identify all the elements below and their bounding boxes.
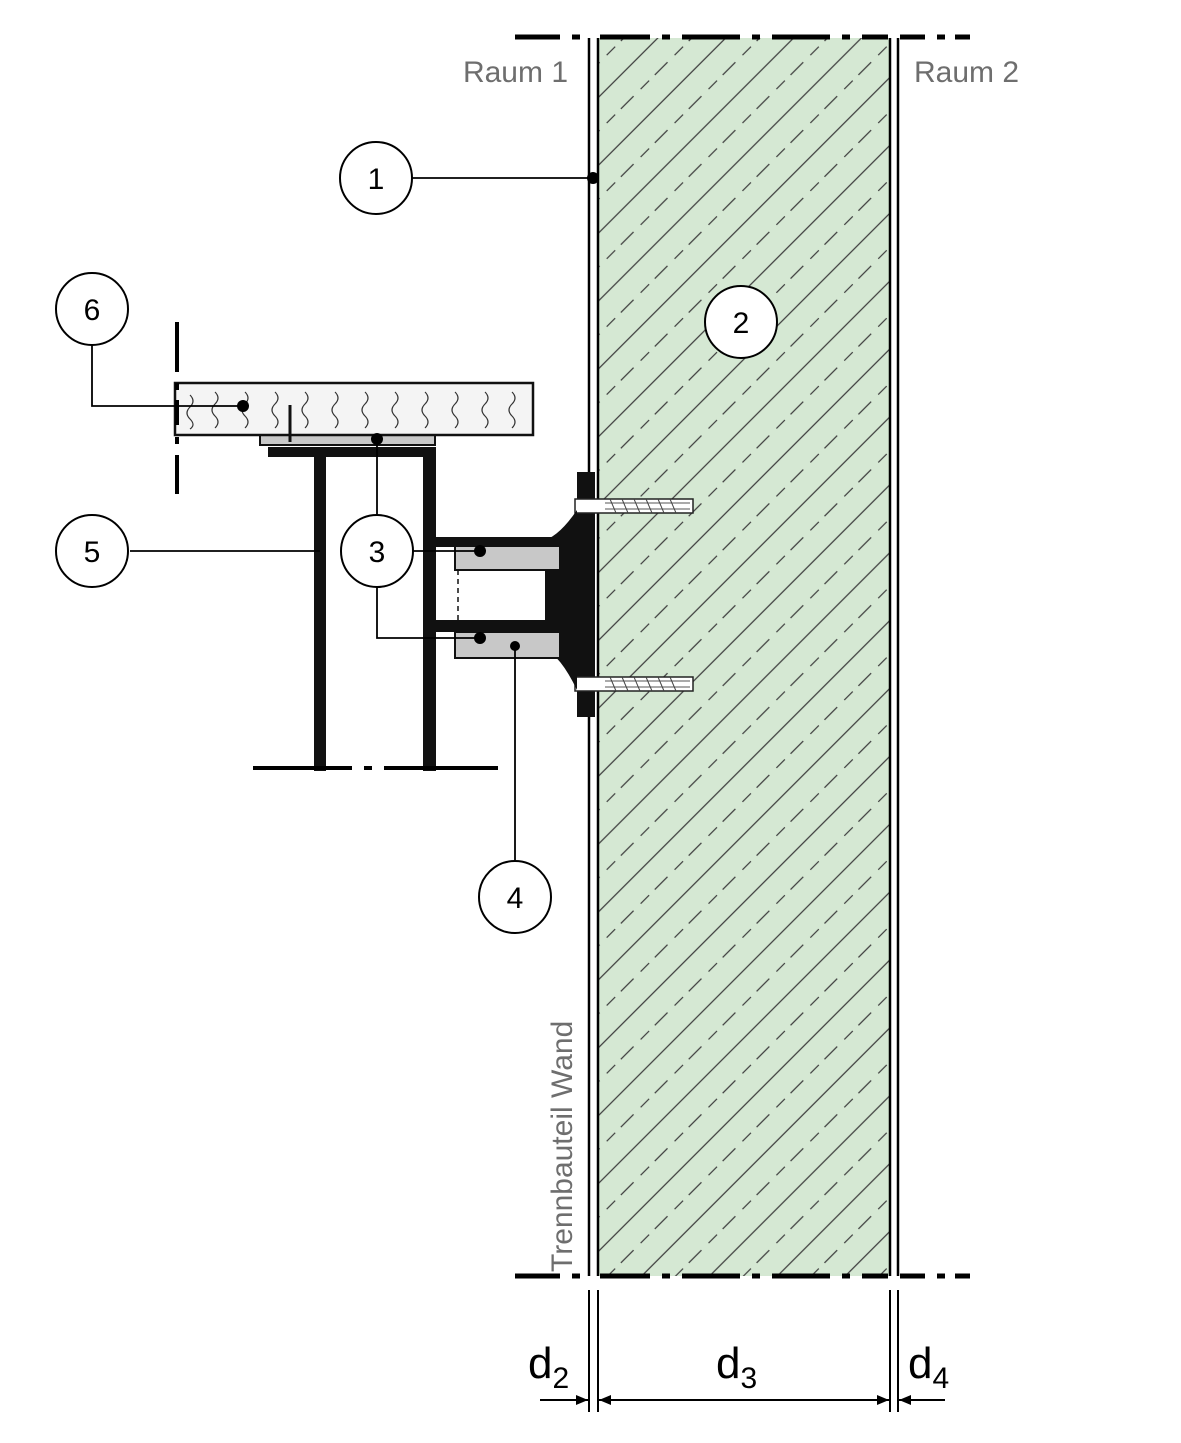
svg-text:6: 6: [84, 294, 101, 327]
support-frame: [259, 432, 436, 771]
svg-text:3: 3: [369, 536, 386, 569]
callout-3: 3: [340, 514, 414, 588]
dimension-label-d3: d3: [716, 1339, 757, 1395]
wall-layer-right: [888, 38, 900, 1276]
dimension-extension-lines: [588, 1290, 899, 1412]
callout-6: 6: [55, 272, 129, 346]
anchor-dowel-upper: [574, 498, 694, 514]
svg-text:4: 4: [507, 882, 524, 915]
callout-5: 5: [55, 514, 129, 588]
mounting-plate: [577, 472, 595, 717]
room-label-right: Raum 2: [914, 56, 1019, 89]
wall-core: [598, 38, 890, 1276]
leader-dots: [237, 172, 599, 651]
wall-label: Trennbauteil Wand: [546, 1021, 579, 1272]
svg-text:1: 1: [368, 163, 385, 196]
callout-2: 2: [704, 285, 778, 359]
anchor-dowel-lower: [574, 676, 694, 692]
room-label-left: Raum 1: [463, 56, 568, 89]
callout-4: 4: [478, 860, 552, 934]
svg-text:5: 5: [84, 536, 101, 569]
bracket-arm: [432, 510, 577, 690]
callout-1: 1: [339, 141, 413, 215]
leader-lines: [91, 177, 593, 860]
dimension-label-d2: d2: [528, 1339, 569, 1395]
svg-text:2: 2: [733, 307, 750, 340]
dimension-label-d4: d4: [908, 1339, 949, 1395]
wood-board: [173, 381, 535, 442]
